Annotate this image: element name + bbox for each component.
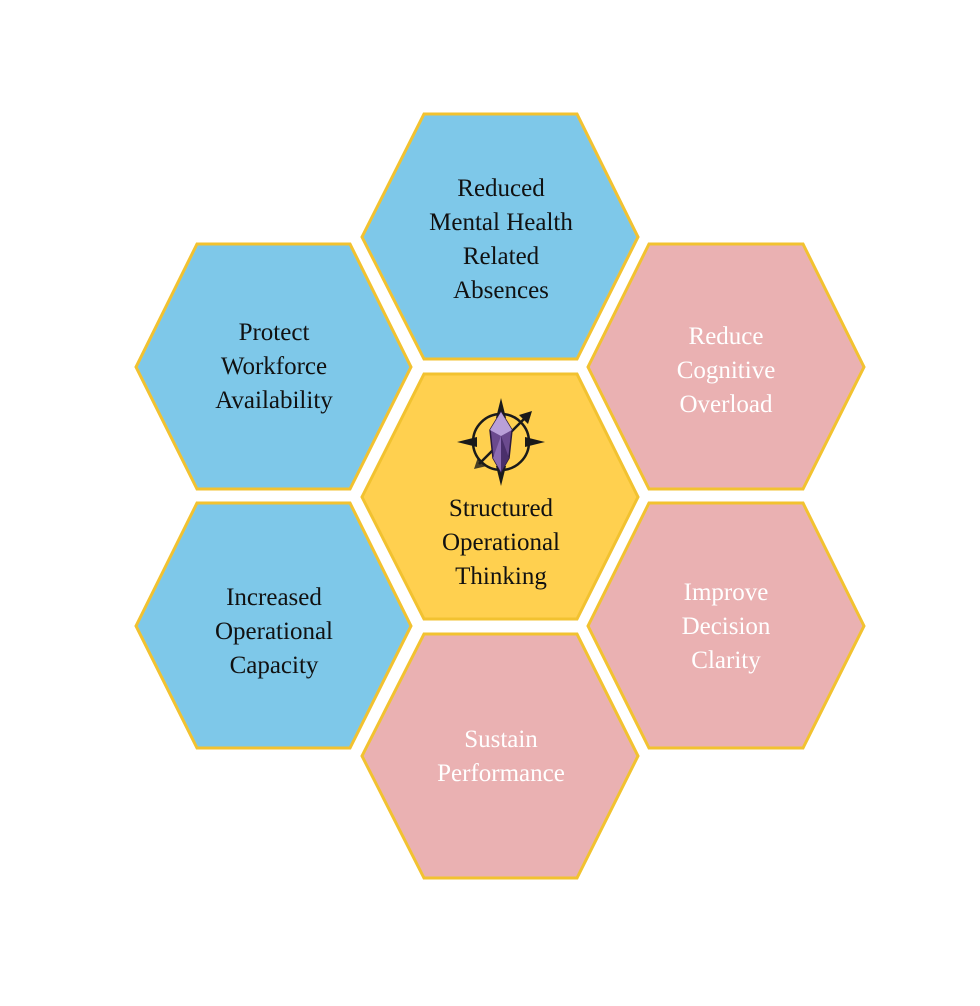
label-lower-left-line-2: Operational bbox=[214, 618, 333, 645]
label-upper-left-line-1: Protect bbox=[238, 319, 310, 346]
label-top-line-3: Related bbox=[462, 243, 540, 270]
hex-lower-right bbox=[586, 501, 866, 750]
label-lower-right-line-1: Improve bbox=[683, 579, 769, 606]
hex-upper-left bbox=[134, 242, 413, 491]
label-lower-right-line-3: Clarity bbox=[691, 647, 761, 674]
label-upper-left: Protect Workforce Availability bbox=[174, 316, 374, 418]
label-top-line-1: Reduced bbox=[457, 175, 545, 202]
label-upper-left-line-2: Workforce bbox=[220, 353, 328, 380]
hex-lower-left bbox=[134, 501, 413, 750]
label-upper-right-line-3: Overload bbox=[679, 391, 773, 418]
label-lower-right-line-2: Decision bbox=[681, 613, 771, 640]
label-lower-left: Increased Operational Capacity bbox=[174, 581, 374, 683]
label-bottom-line-1: Sustain bbox=[464, 726, 538, 753]
label-bottom-line-2: Performance bbox=[437, 760, 565, 787]
label-top-line-2: Mental Health bbox=[429, 209, 573, 236]
hex-bottom bbox=[360, 632, 640, 880]
label-lower-right: Improve Decision Clarity bbox=[626, 576, 826, 678]
hex-top bbox=[360, 112, 640, 361]
label-top-line-4: Absences bbox=[453, 277, 549, 304]
hex-upper-right bbox=[586, 242, 866, 491]
label-lower-left-line-1: Increased bbox=[226, 584, 322, 611]
label-center-line-1: Structured bbox=[448, 495, 554, 522]
compass-crystal-icon bbox=[457, 398, 545, 486]
label-upper-left-line-3: Availability bbox=[215, 387, 333, 414]
label-upper-right: Reduce Cognitive Overload bbox=[626, 320, 826, 422]
label-center-line-3: Thinking bbox=[455, 563, 547, 590]
label-lower-left-line-3: Capacity bbox=[229, 652, 319, 679]
label-top: Reduced Mental Health Related Absences bbox=[401, 170, 601, 310]
label-center: Structured Operational Thinking bbox=[401, 492, 601, 594]
hex-center bbox=[360, 372, 640, 621]
label-upper-right-line-1: Reduce bbox=[688, 323, 764, 350]
label-upper-right-line-2: Cognitive bbox=[676, 357, 776, 384]
label-center-line-2: Operational bbox=[441, 529, 560, 556]
label-bottom: Sustain Performance bbox=[401, 723, 601, 791]
